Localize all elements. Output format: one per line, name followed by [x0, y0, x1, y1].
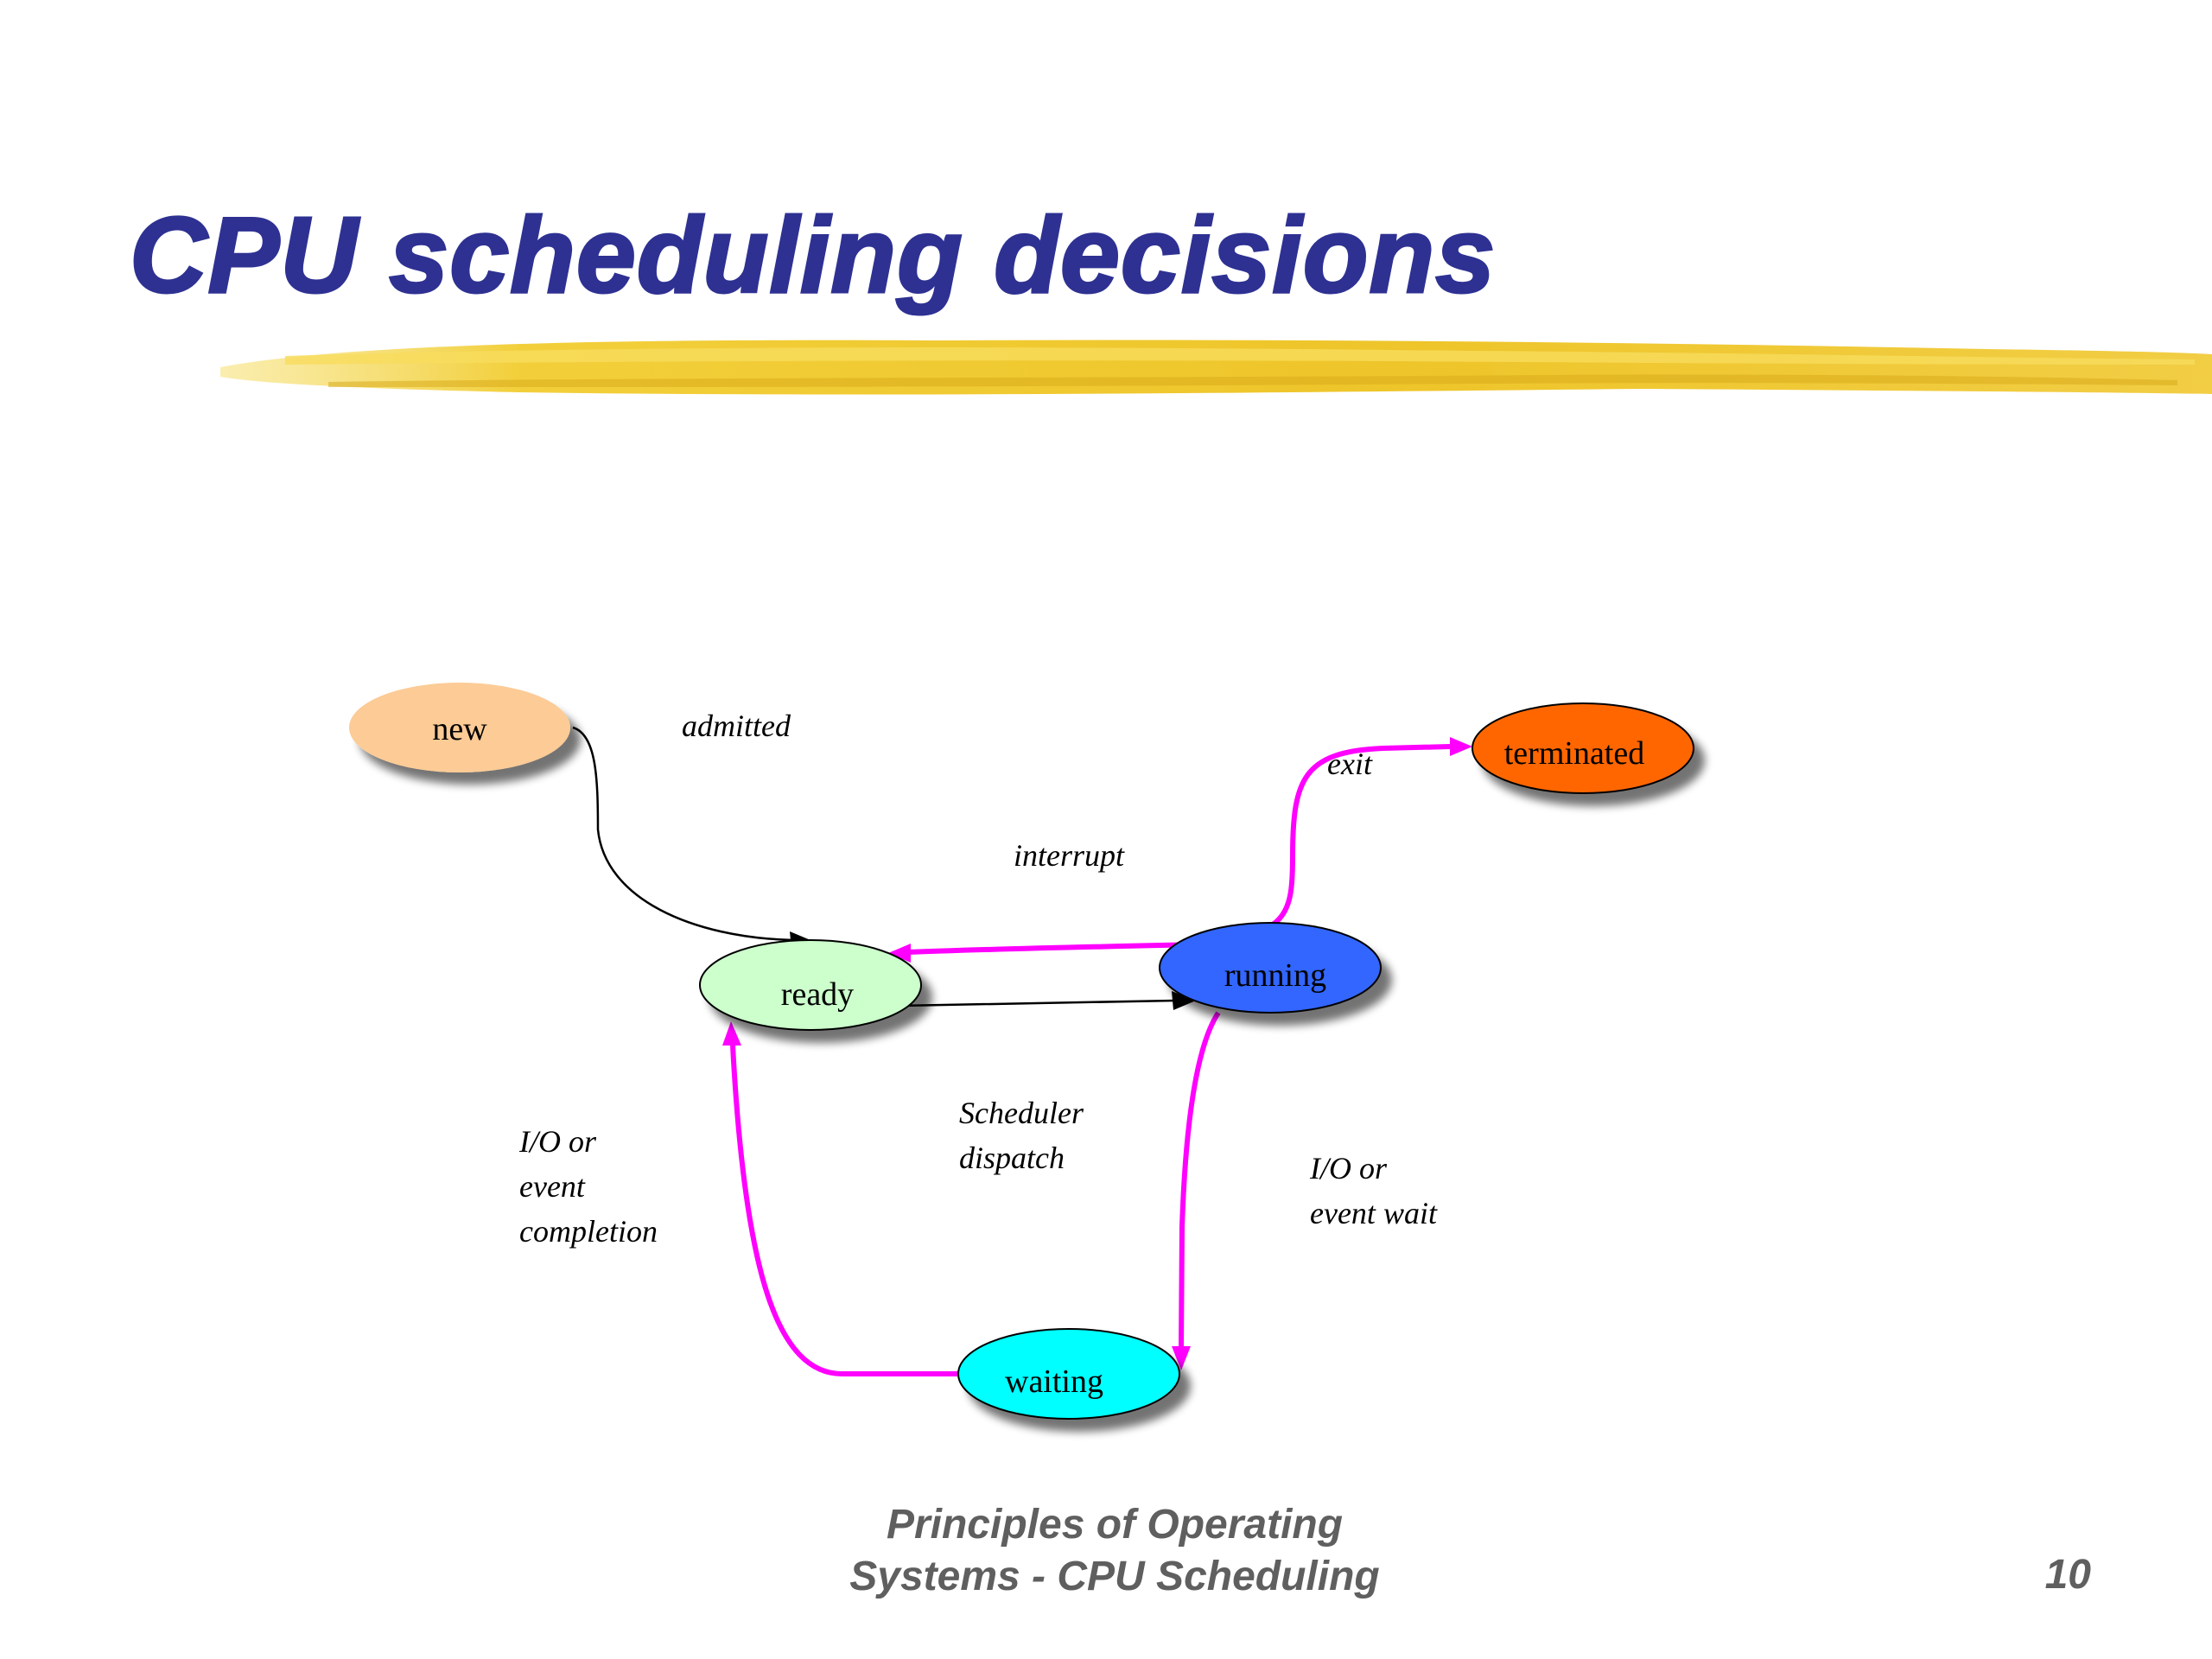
state-label-new: new — [432, 711, 487, 747]
footer-line2: Systems - CPU Scheduling — [849, 1554, 1380, 1599]
label-scheduler: Scheduler — [959, 1096, 1084, 1130]
label-io-wait-line1: I/O or — [1309, 1151, 1388, 1185]
label-io-completion-line3: completion — [519, 1214, 658, 1249]
state-node-running: running — [1159, 922, 1382, 1014]
state-label-terminated: terminated — [1504, 735, 1644, 772]
state-label-running: running — [1224, 957, 1326, 994]
page-number: 10 — [2044, 1552, 2091, 1598]
admitted-edge — [572, 726, 794, 942]
label-admitted: admitted — [682, 709, 791, 743]
label-interrupt: interrupt — [1014, 838, 1125, 873]
io-wait-arrowhead — [1172, 1346, 1191, 1370]
label-dispatch: dispatch — [959, 1141, 1065, 1175]
title-underline-brush — [220, 340, 2212, 395]
slide-title: CPU scheduling decisions — [128, 195, 1497, 317]
label-io-completion-line2: event — [519, 1169, 586, 1204]
interrupt-arrowhead — [888, 944, 911, 963]
state-node-ready: ready — [699, 939, 922, 1031]
dispatch-arrowhead — [1172, 991, 1196, 1010]
label-io-wait-line2: event wait — [1310, 1196, 1438, 1230]
state-node-new: new — [349, 683, 570, 772]
slide-footer: Principles of Operating Systems - CPU Sc… — [778, 1499, 1452, 1603]
footer-line1: Principles of Operating — [886, 1502, 1344, 1548]
exit-arrowhead — [1450, 737, 1472, 756]
state-node-terminated: terminated — [1471, 702, 1694, 794]
state-label-ready: ready — [781, 976, 854, 1013]
state-label-waiting: waiting — [1005, 1363, 1103, 1400]
label-exit: exit — [1327, 747, 1373, 781]
io-wait-edge — [1179, 1011, 1221, 1349]
label-io-completion-line1: I/O or — [518, 1124, 597, 1159]
interrupt-edge — [906, 942, 1204, 955]
io-completion-arrowhead — [722, 1021, 741, 1046]
state-node-waiting: waiting — [957, 1328, 1180, 1420]
io-completion-edge — [730, 1045, 961, 1376]
